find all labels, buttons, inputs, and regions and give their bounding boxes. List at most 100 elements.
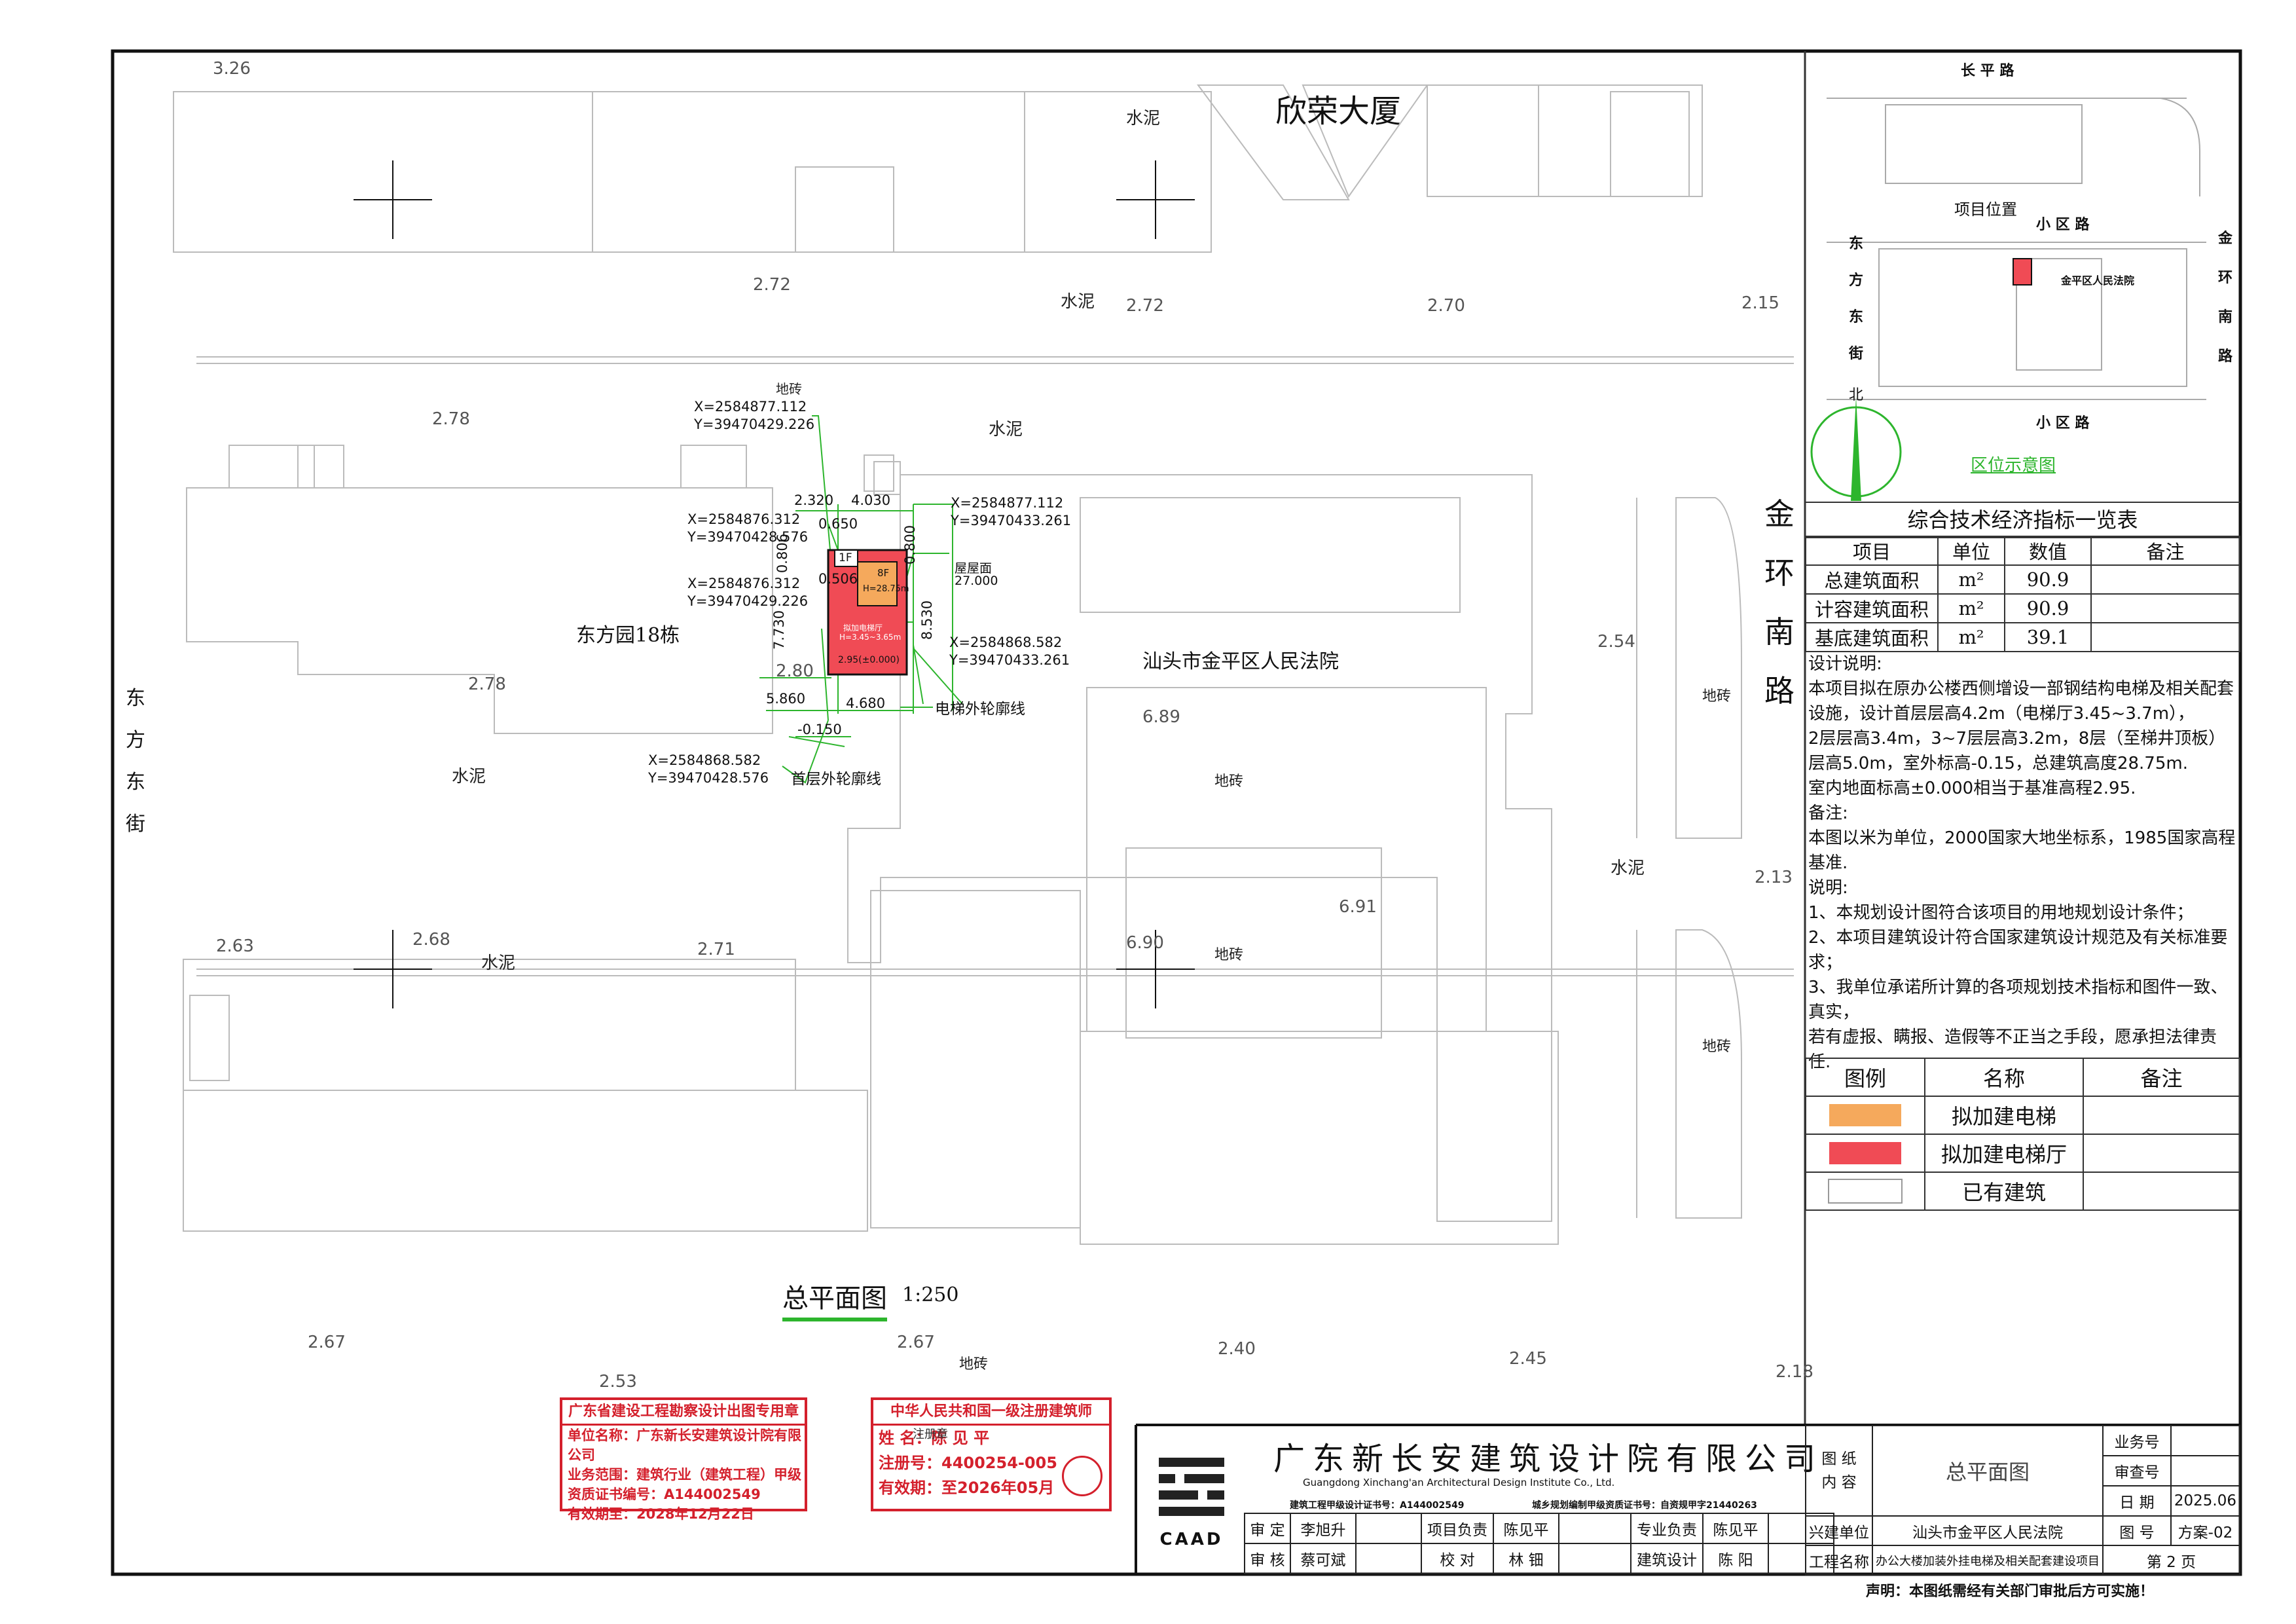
key-map-road-top: 长 平 路 <box>1961 63 2014 79</box>
key-map-court-label: 金平区人民法院 <box>2061 274 2135 287</box>
building-label-dongfang: 东方园18栋 <box>576 624 680 647</box>
signature-row: 审 定 李旭升 项目负责 陈见平 专业负责 陈见平 <box>1244 1513 1834 1544</box>
legend-swatch-elevator-hall <box>1829 1142 1901 1164</box>
table-row: 计容建筑面积 m² 90.9 <box>1805 593 2240 623</box>
dimension-text: 2.320 <box>794 492 834 508</box>
legend-swatch-existing <box>1828 1179 1903 1204</box>
street-label-west: 东方东街 <box>126 687 145 836</box>
spot-elevation: 2.63 <box>216 936 254 956</box>
spot-elevation: 2.13 <box>1755 868 1793 887</box>
spot-elevation: 2.67 <box>308 1333 346 1352</box>
material-label: 水泥 <box>1611 858 1645 878</box>
elevator-hall-level: 2.95(±0.000) <box>838 655 900 665</box>
dimension-text: 0.506 <box>818 571 858 587</box>
material-label: 地砖 <box>776 381 802 397</box>
company-name-en: Guangdong Xinchang'an Architectural Desi… <box>1303 1477 1615 1488</box>
elevator-outline-label: 电梯外轮廓线 <box>935 701 1025 718</box>
drawing-info-table: 图 纸 内 容 总平面图 业务号 审查号 日 期 2025.06 兴建单位 汕头… <box>1805 1425 2241 1576</box>
key-map-road-right: 金环南路 <box>2218 231 2233 365</box>
material-label: 地砖 <box>1702 1039 1732 1055</box>
elevator-footprint <box>827 549 908 676</box>
key-map-project-label: 项目位置 <box>1954 200 2017 219</box>
material-label: 地砖 <box>1214 773 1244 790</box>
cert-number-1: 建筑工程甲级设计证书号：A144002549 <box>1290 1500 1465 1511</box>
elevator-height: H=28.75m <box>863 584 909 594</box>
spot-elevation: 2.53 <box>599 1372 637 1392</box>
spot-elevation: 2.67 <box>897 1333 935 1352</box>
spot-elevation: 2.80 <box>776 661 814 681</box>
material-label: 水泥 <box>989 420 1023 439</box>
material-label: 地砖 <box>959 1356 989 1373</box>
company-logo: CAAD <box>1139 1428 1244 1573</box>
existing-buildings <box>173 84 1794 1245</box>
signature-row: 审 核 蔡可斌 校 对 林 钿 建筑设计 陈 阳 <box>1244 1543 1834 1574</box>
key-map-drawing <box>1827 98 2206 400</box>
roof-elevation: 27.000 <box>955 574 998 588</box>
spot-elevation: 2.68 <box>412 930 450 950</box>
dimension-text: 8.530 <box>919 600 936 640</box>
spot-elevation: 2.72 <box>1126 296 1164 316</box>
drawing-title: 总平面图 <box>782 1283 887 1314</box>
indicators-table: 项目 单位 数值 备注 总建筑面积 m² 90.9 计容建筑面积 m² 90.9… <box>1805 536 2240 652</box>
first-floor-outline-label: 首层外轮廓线 <box>791 771 881 788</box>
spot-elevation: 2.72 <box>753 275 791 295</box>
spot-elevation: 3.26 <box>213 59 251 79</box>
dimension-text: 5.860 <box>766 691 806 707</box>
spot-elevation: 2.78 <box>468 674 506 694</box>
material-label: 水泥 <box>481 953 516 973</box>
key-map-title: 区位示意图 <box>1971 456 2056 475</box>
legend-row: 已有建筑 <box>1805 1172 2240 1211</box>
dimension-text: 7.730 <box>771 610 788 650</box>
design-notes: 设计说明: 本项目拟在原办公楼西侧增设一部钢结构电梯及相关配套 设施，设计首层层… <box>1808 654 2236 1072</box>
dimension-text: 0.806 <box>774 533 791 574</box>
spot-elevation: 6.89 <box>1142 707 1180 727</box>
material-label: 水泥 <box>452 767 486 786</box>
legend-header-row: 图例 名称 备注 <box>1805 1058 2240 1097</box>
footer-statement: 声明：本图纸需经有关部门审批后方可实施！ <box>1866 1583 2155 1600</box>
material-label: 水泥 <box>1061 292 1095 312</box>
roof-label: 屋屋面 <box>955 561 993 576</box>
legend-row: 拟加建电梯厅 <box>1805 1134 2240 1173</box>
key-map-road-mid: 小 区 路 <box>2036 217 2090 233</box>
legend-table: 图例 名称 备注 拟加建电梯 拟加建电梯厅 已有建筑 <box>1805 1058 2240 1211</box>
street-label-east: 金环南路 <box>1764 496 1795 709</box>
table-row: 总建筑面积 m² 90.9 <box>1805 564 2240 595</box>
dimension-text: 4.680 <box>846 695 886 711</box>
seal-icon <box>1062 1456 1102 1496</box>
north-label: 北 <box>1849 387 1864 403</box>
north-arrow-icon <box>1810 396 1902 501</box>
indicators-title: 综合技术经济指标一览表 <box>1805 502 2240 538</box>
spot-elevation: 2.18 <box>1776 1362 1813 1382</box>
spot-elevation: 6.91 <box>1339 897 1377 917</box>
spot-elevation: 2.15 <box>1741 293 1779 313</box>
legend-row: 拟加建电梯 <box>1805 1096 2240 1135</box>
table-row: 基底建筑面积 m² 39.1 <box>1805 622 2240 652</box>
spot-elevation: 2.54 <box>1597 632 1635 652</box>
legend-swatch-elevator <box>1829 1104 1901 1126</box>
key-map-road-bottom: 小 区 路 <box>2036 415 2090 432</box>
dimension-text: 4.030 <box>851 492 891 508</box>
cert-number-2: 城乡规划编制甲级资质证书号：自资规甲字21440263 <box>1532 1500 1757 1511</box>
dimension-text: 0.800 <box>902 525 919 565</box>
dimension-text: 0.650 <box>818 516 858 532</box>
architect-stamp: 中华人民共和国一级注册建筑师 姓 名：陈 见 平 注册号：4400254-005… <box>871 1397 1112 1511</box>
key-map-road-left: 东方东街 <box>1849 236 1864 362</box>
elevator-tag: 1F <box>839 551 852 564</box>
spot-elevation: 2.40 <box>1218 1339 1256 1359</box>
material-label: 水泥 <box>1126 109 1161 128</box>
material-label: 地砖 <box>1214 947 1244 963</box>
material-label: 地砖 <box>1702 688 1732 705</box>
elevator-hall-title: 拟加电梯厅 <box>843 623 883 633</box>
grid-crosshairs <box>354 160 1195 1008</box>
project-location-marker <box>2013 258 2032 286</box>
drawing-frame <box>111 49 2242 1576</box>
drawing-scale: 1:250 <box>902 1283 959 1306</box>
table-header-row: 项目 单位 数值 备注 <box>1805 536 2240 566</box>
